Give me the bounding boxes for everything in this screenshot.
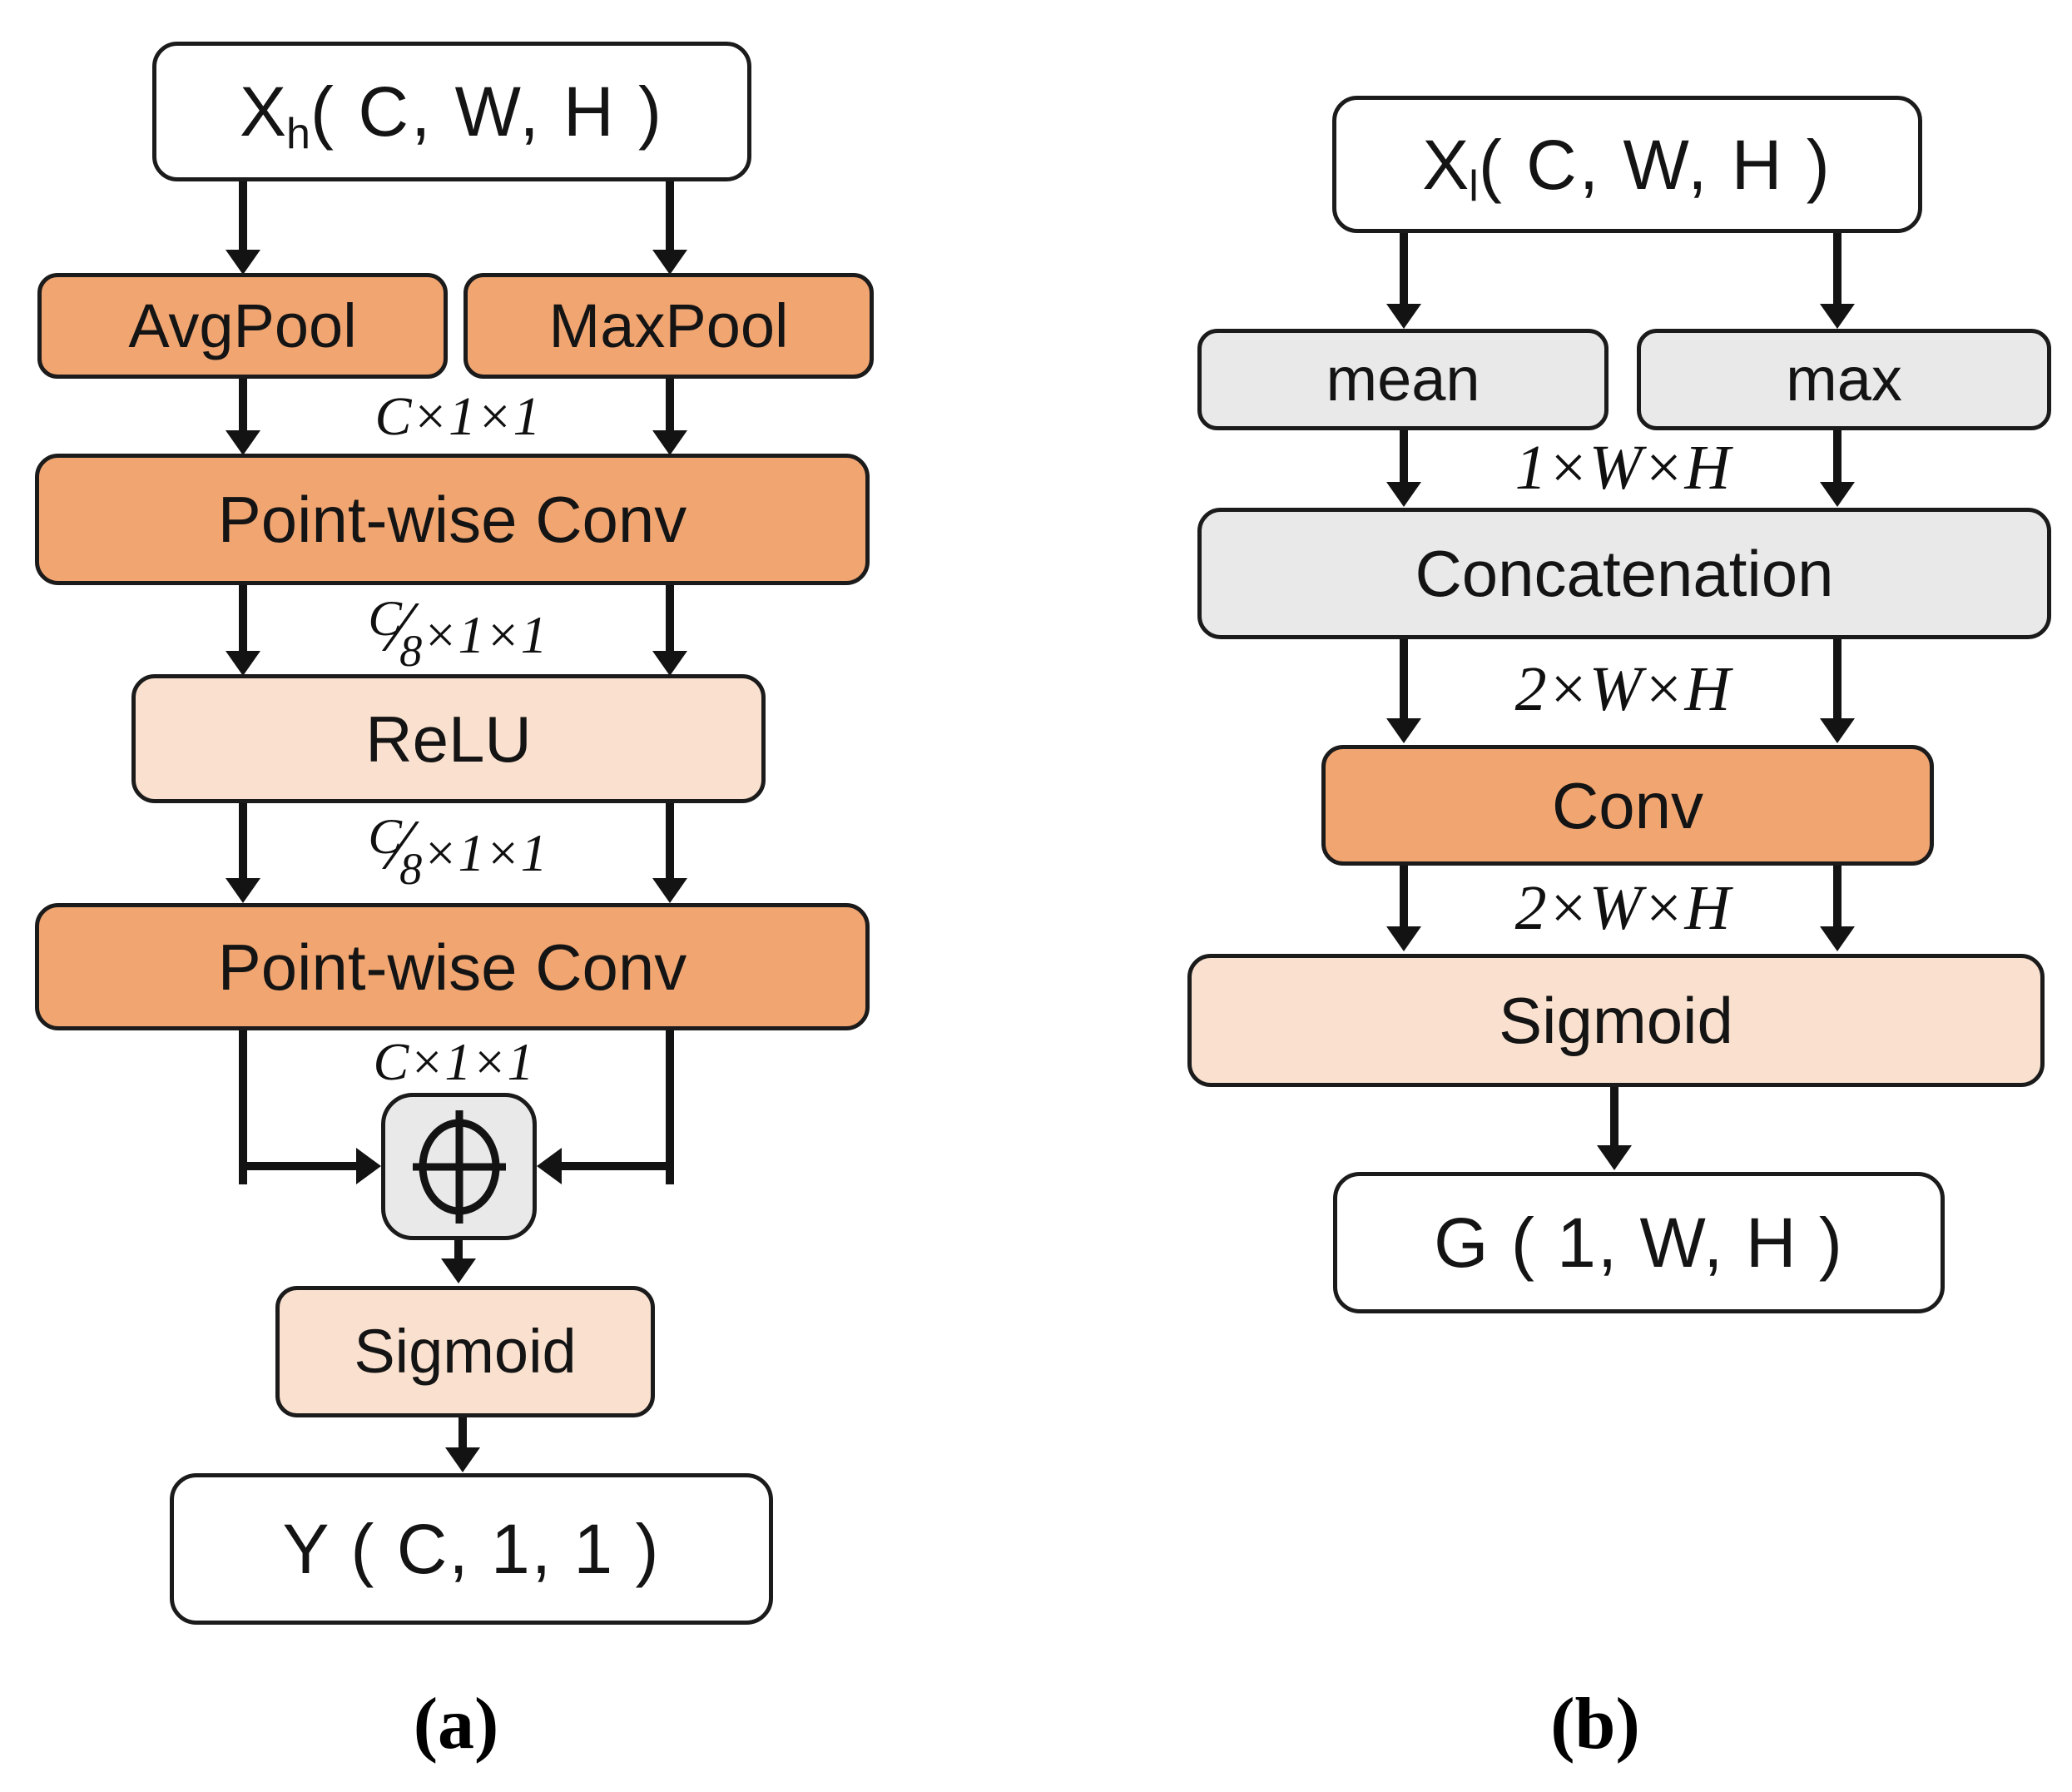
dim-label-1xwxh: 1×W×H [1514, 433, 1731, 503]
conv-label: Conv [1551, 768, 1704, 842]
flow-arrow [1386, 233, 1421, 329]
dim-label-c1x1-top: C×1×1 [374, 386, 541, 447]
sigmoid-label-b: Sigmoid [1499, 984, 1733, 1057]
input-box-b: Xl( C, W, H ) [1332, 96, 1922, 233]
concatenation-label: Concatenation [1415, 537, 1834, 610]
pointwise-conv-box-1: Point-wise Conv [35, 454, 870, 585]
flow-arrow [226, 803, 260, 903]
output-box-a: Y ( C, 1, 1 ) [170, 1473, 773, 1625]
avgpool-label: AvgPool [128, 290, 357, 360]
maxpool-box: MaxPool [463, 273, 874, 379]
flow-arrow [226, 379, 260, 455]
dim-label-c8x1x1-2: C⁄8×1×1 [368, 805, 548, 895]
dim-label-c8x1x1-1: C⁄8×1×1 [368, 587, 548, 677]
flow-arrow [1820, 639, 1855, 743]
avgpool-box: AvgPool [37, 273, 448, 379]
flow-arrow [1597, 1087, 1632, 1170]
flow-arrow [652, 803, 687, 903]
relu-label: ReLU [365, 702, 532, 776]
flow-arrow [652, 181, 687, 275]
flow-arrow [1386, 866, 1421, 951]
input-subscript-b: l [1469, 162, 1479, 211]
flow-arrow [652, 585, 687, 676]
input-label-b: Xl( C, W, H ) [1422, 125, 1832, 211]
flow-arrow [652, 379, 687, 455]
elementwise-sum-box [381, 1093, 537, 1240]
sigmoid-label-a: Sigmoid [354, 1317, 577, 1386]
flow-line [666, 1030, 674, 1184]
relu-box: ReLU [131, 674, 766, 803]
output-box-b: G ( 1, W, H ) [1333, 1172, 1945, 1313]
panel-caption-a: (a) [413, 1684, 499, 1765]
flow-arrow [441, 1240, 476, 1283]
flow-arrow [239, 1148, 381, 1184]
output-label-a: Y ( C, 1, 1 ) [282, 1510, 661, 1588]
sigmoid-box-a: Sigmoid [275, 1286, 655, 1417]
dim-label-2xwxh-2: 2×W×H [1514, 873, 1731, 943]
flow-arrow [1820, 233, 1855, 329]
input-args-a: ( C, W, H ) [310, 72, 664, 151]
flow-arrow [1386, 639, 1421, 743]
flow-arrow [1820, 430, 1855, 507]
dim-label-c1x1-bottom: C×1×1 [373, 1032, 534, 1091]
flow-line [239, 1030, 247, 1184]
conv-box: Conv [1321, 745, 1934, 866]
pointwise-conv-label-2: Point-wise Conv [217, 930, 687, 1004]
input-subscript-a: h [286, 109, 311, 158]
sigmoid-box-b: Sigmoid [1187, 954, 2045, 1087]
flow-arrow [537, 1148, 674, 1184]
pointwise-conv-label-1: Point-wise Conv [217, 483, 687, 556]
pointwise-conv-box-2: Point-wise Conv [35, 903, 870, 1030]
max-box: max [1637, 329, 2051, 430]
flow-arrow [1820, 866, 1855, 951]
flow-arrow [445, 1417, 480, 1472]
max-label: max [1786, 345, 1902, 414]
circled-plus-icon [412, 1109, 506, 1224]
input-label-a: Xh( C, W, H ) [240, 72, 664, 158]
mean-box: mean [1197, 329, 1609, 430]
dim-label-2xwxh-1: 2×W×H [1514, 654, 1731, 724]
output-label-b: G ( 1, W, H ) [1434, 1204, 1844, 1282]
flow-arrow [1386, 430, 1421, 507]
flow-arrow [226, 585, 260, 676]
concatenation-box: Concatenation [1197, 508, 2051, 639]
panel-caption-b: (b) [1550, 1684, 1640, 1765]
mean-label: mean [1326, 345, 1480, 414]
flow-arrow [226, 181, 260, 275]
input-box-a: Xh( C, W, H ) [152, 42, 751, 181]
maxpool-label: MaxPool [548, 290, 789, 360]
input-args-b: ( C, W, H ) [1478, 125, 1832, 204]
